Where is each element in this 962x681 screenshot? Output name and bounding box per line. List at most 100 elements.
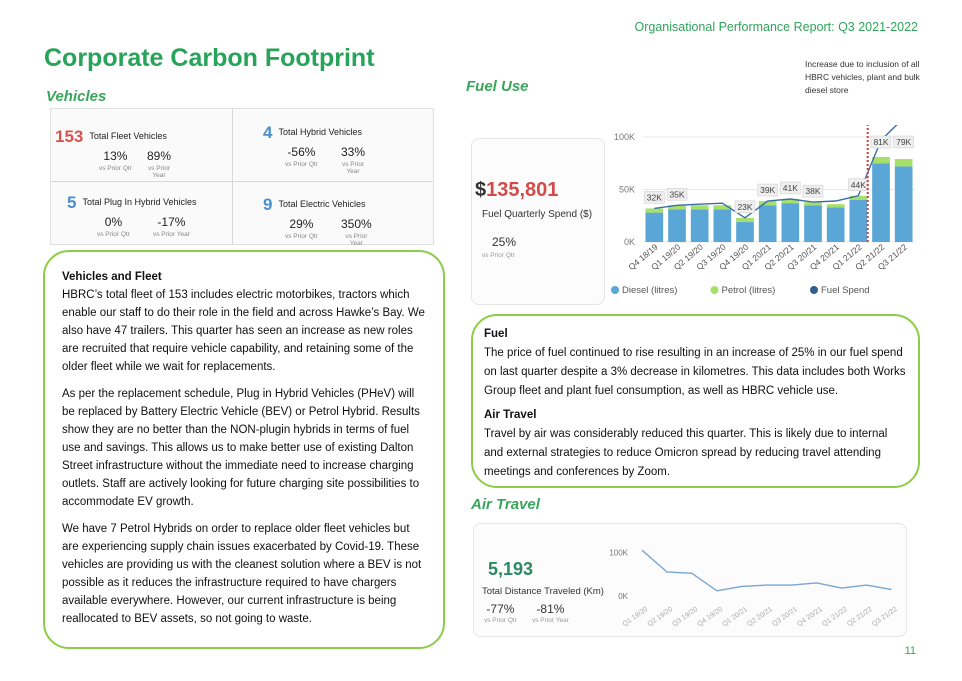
kpi-change-year: -17%vs Prior Year	[153, 215, 190, 238]
x-tick-label: Q1 19/20	[622, 606, 650, 628]
diesel-bar	[804, 205, 822, 242]
legend-label: Petrol (litres)	[722, 285, 776, 296]
air-change-year: -81%vs Prior Year	[532, 602, 569, 624]
kpi-value: 5	[67, 193, 77, 212]
fuel-heading: Fuel	[484, 328, 508, 340]
diesel-bar	[668, 209, 686, 242]
vehicles-text-box: Vehicles and Fleet HBRC’s total fleet of…	[43, 250, 445, 649]
y-tick-label: 0K	[624, 237, 635, 247]
x-tick-label: Q1 20/21	[721, 606, 749, 628]
diesel-bar	[713, 209, 732, 242]
diesel-bar	[736, 222, 754, 242]
x-tick-label: Q1 21/22	[821, 606, 849, 628]
data-label-box	[870, 135, 892, 149]
petrol-bar	[758, 201, 777, 206]
air-distance-line	[641, 549, 892, 592]
data-label-box	[757, 183, 778, 197]
data-label: 32K	[647, 192, 662, 202]
data-label-box	[734, 200, 756, 214]
petrol-bar	[804, 202, 822, 206]
chart-annotation: Increase due to inclusion of all HBRC ve…	[805, 59, 920, 95]
diesel-bar	[690, 209, 709, 242]
data-label: 79K	[896, 137, 911, 147]
petrol-bar	[713, 205, 732, 210]
legend-marker	[710, 286, 719, 294]
kpi-total-plugin-hybrid: 5 Total Plug In Hybrid Vehicles 0%vs Prio…	[67, 193, 197, 238]
diesel-bar	[849, 200, 868, 242]
petrol-bar	[826, 204, 845, 208]
legend-label: Diesel (litres)	[622, 285, 677, 296]
legend-marker	[810, 286, 818, 294]
petrol-bar	[736, 217, 754, 223]
x-tick-label: Q3 19/20	[671, 606, 699, 628]
kpi-label: Total Fleet Vehicles	[89, 131, 167, 141]
x-tick-label: Q4 19/20	[696, 606, 724, 628]
y-tick-label: 100K	[614, 132, 635, 142]
data-label-box	[644, 191, 665, 204]
fuel-text-box: Fuel The price of fuel continued to rise…	[471, 314, 920, 488]
petrol-bar	[781, 198, 800, 204]
kpi-change-qtr: -56%vs Prior Qtr	[285, 145, 318, 168]
petrol-bar	[872, 156, 890, 164]
kpi-change-year: 33%vs Prior Year	[341, 145, 366, 175]
petrol-bar	[690, 205, 709, 210]
x-tick-label: Q2 21/22	[846, 606, 874, 628]
diesel-bar	[758, 205, 777, 242]
fuel-spend-card: $135,801 Fuel Quarterly Spend ($) 25% vs…	[471, 138, 605, 305]
kpi-value: 153	[55, 127, 84, 146]
x-tick-label: Q4 20/21	[796, 606, 824, 628]
data-label: 41K	[783, 183, 798, 193]
data-label: 23K	[737, 202, 752, 212]
kpi-divider-horizontal	[51, 181, 433, 182]
vehicles-paragraph-1: HBRC’s total fleet of 153 includes elect…	[62, 289, 425, 373]
data-label-box	[780, 181, 801, 195]
x-tick-label: Q2 20/21	[746, 606, 774, 628]
section-title-fuel-use: Fuel Use	[466, 78, 529, 95]
data-label-box	[893, 135, 914, 149]
vehicles-heading: Vehicles and Fleet	[62, 271, 162, 283]
fuel-spend-label: Fuel Quarterly Spend ($)	[482, 209, 593, 220]
kpi-label: Total Hybrid Vehicles	[278, 127, 363, 137]
data-label: 35K	[669, 189, 684, 199]
kpi-change-qtr: 29%vs Prior Qtr	[285, 217, 318, 240]
kpi-label: Total Plug In Hybrid Vehicles	[82, 197, 197, 207]
air-distance-value: 5,193	[488, 559, 534, 579]
diesel-bar	[645, 212, 664, 242]
air-travel-paragraph: Travel by air was considerably reduced t…	[484, 428, 888, 478]
page-title: Corporate Carbon Footprint	[44, 44, 375, 72]
fuel-paragraph: The price of fuel continued to rise resu…	[484, 347, 906, 397]
petrol-bar	[645, 208, 664, 213]
diesel-bar	[826, 207, 845, 242]
data-label-box	[802, 184, 824, 198]
y-tick-label: 100K	[609, 548, 628, 557]
x-tick-label: Q3 20/21	[771, 606, 799, 628]
kpi-change-qtr: 0%vs Prior Qtr	[97, 215, 130, 238]
x-tick-label: Q3 21/22	[871, 606, 899, 628]
section-title-air-travel: Air Travel	[471, 496, 540, 513]
page-number: 11	[904, 645, 916, 657]
air-travel-heading: Air Travel	[484, 409, 537, 421]
air-distance-label: Total Distance Traveled (Km)	[482, 586, 604, 597]
data-label: 39K	[760, 185, 775, 195]
data-label: 38K	[805, 186, 820, 196]
data-label-box	[666, 188, 688, 201]
kpi-value: 9	[263, 195, 273, 214]
legend-marker	[611, 286, 619, 294]
x-tick-label: Q2 19/20	[646, 606, 674, 628]
kpi-total-electric: 9 Total Electric Vehicles 29%vs Prior Qtr…	[263, 195, 372, 247]
vehicles-paragraph-2: As per the replacement schedule, Plug in…	[62, 388, 420, 508]
legend-label: Fuel Spend	[821, 285, 870, 296]
y-tick-label: 0K	[618, 592, 628, 601]
air-change-qtr: -77%vs Prior Qtr	[484, 602, 517, 624]
diesel-bar	[894, 166, 913, 242]
kpi-label: Total Electric Vehicles	[278, 199, 366, 209]
fuel-spend-caption: vs Prior Qtr	[482, 252, 515, 259]
y-tick-label: 50K	[619, 185, 635, 195]
air-travel-card: 5,193 Total Distance Traveled (Km) -77%v…	[473, 523, 907, 637]
vehicles-paragraph-3: We have 7 Petrol Hybrids on order to rep…	[62, 523, 422, 625]
fuel-spend-amount: $135,801	[475, 179, 559, 201]
diesel-bar	[781, 203, 800, 242]
